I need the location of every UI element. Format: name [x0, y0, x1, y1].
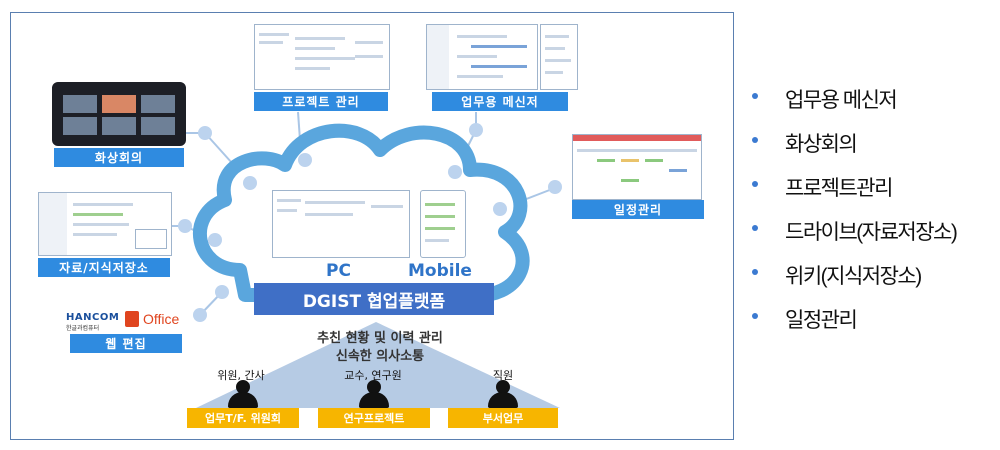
bullet-icon [752, 313, 758, 319]
drive-label: 자료/지식저장소 [38, 258, 170, 277]
group-committee: 업무T/F. 위원회 [187, 408, 299, 428]
connector-project [297, 111, 301, 141]
messenger-label: 업무용 메신저 [432, 92, 568, 111]
schedule-label: 일정관리 [572, 200, 704, 219]
caption-line2: 신속한 의사소통 [335, 349, 425, 364]
mobile-label: Mobile [408, 261, 472, 281]
drive-thumbnail [38, 192, 172, 256]
bullet-icon [752, 225, 758, 231]
project-thumbnail [254, 24, 390, 90]
pc-screenshot [272, 190, 410, 258]
group-staff: 부서업무 [448, 408, 558, 428]
pc-label: PC [326, 261, 351, 281]
video-thumbnail [52, 82, 186, 146]
messenger-thumbnail [426, 24, 538, 90]
person-icon [359, 380, 389, 408]
bullet-icon [752, 269, 758, 275]
schedule-thumbnail [572, 134, 702, 200]
person-icon [228, 380, 258, 408]
group-research: 연구프로젝트 [318, 408, 430, 428]
caption-line1: 추친 현황 및 이력 관리 [317, 331, 443, 346]
web-edit-label: 웹 편집 [70, 334, 182, 353]
bullet-icon [752, 181, 758, 187]
bullet-icon [752, 93, 758, 99]
office-icon [125, 311, 139, 327]
project-label: 프로젝트 관리 [254, 92, 388, 111]
pyramid [196, 322, 560, 408]
bullet-icon [752, 137, 758, 143]
video-label: 화상회의 [54, 148, 184, 167]
platform-title: DGIST 협업플랫폼 [254, 283, 494, 315]
role-research: 교수, 연구원 [344, 369, 402, 382]
office-logo: Office [125, 311, 179, 327]
messenger-mobile-thumbnail [540, 24, 578, 90]
role-committee: 위원, 간사 [217, 369, 265, 382]
mobile-screenshot [420, 190, 466, 258]
hancom-logo: HANCOM 한글과컴퓨터 [66, 312, 120, 332]
person-icon [488, 380, 518, 408]
role-staff: 직원 [492, 369, 514, 382]
